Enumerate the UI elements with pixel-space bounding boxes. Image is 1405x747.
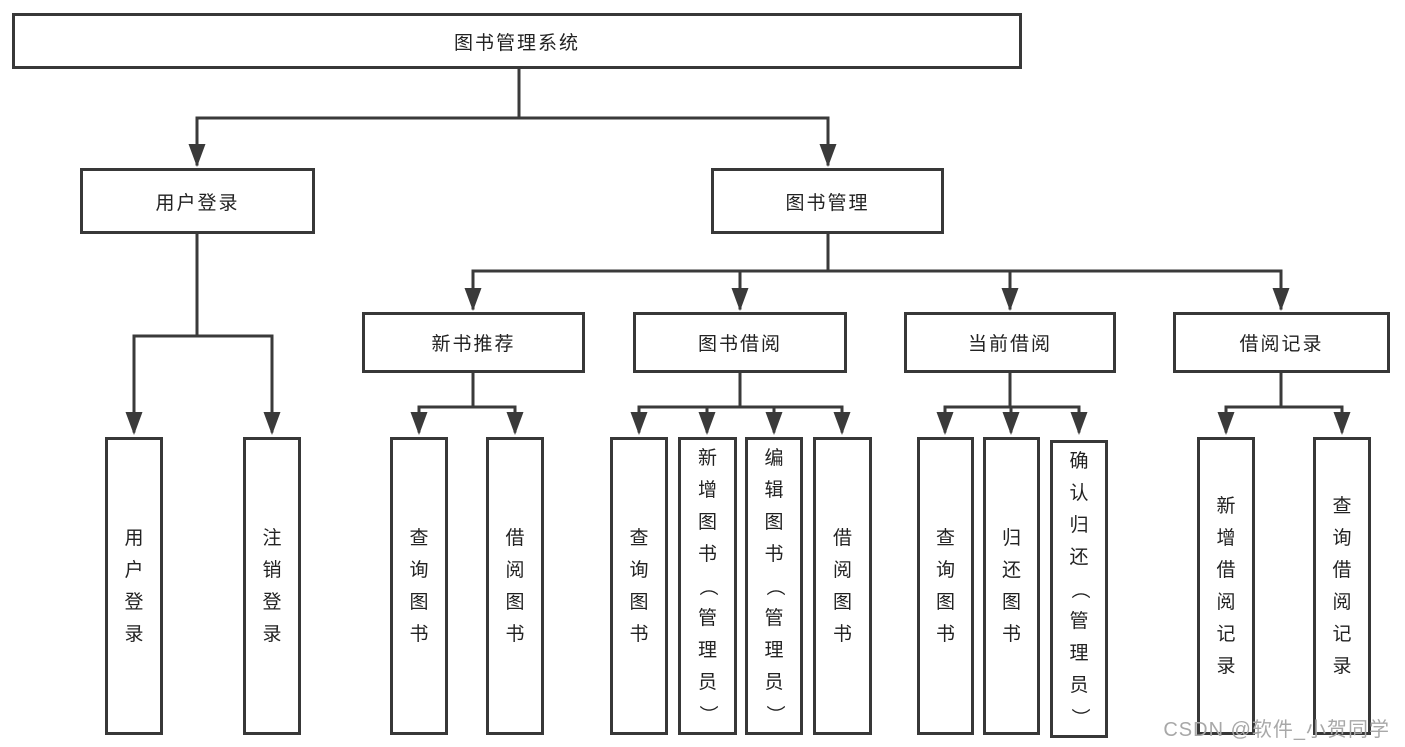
node-new-book-recommend: 新书推荐 <box>362 312 585 373</box>
leaf-borrow-books: 借阅图书 <box>813 437 872 735</box>
leaf-query-books-recommend: 查询图书 <box>390 437 448 735</box>
leaf-return-books: 归还图书 <box>983 437 1040 735</box>
leaf-confirm-return-admin: 确认归还（管理员） <box>1050 440 1108 738</box>
node-root-system: 图书管理系统 <box>12 13 1022 69</box>
leaf-add-book-admin: 新增图书（管理员） <box>678 437 737 735</box>
leaf-borrow-books-recommend: 借阅图书 <box>486 437 544 735</box>
leaf-logout: 注销登录 <box>243 437 301 735</box>
leaf-user-login: 用户登录 <box>105 437 163 735</box>
leaf-edit-book-admin: 编辑图书（管理员） <box>745 437 803 735</box>
leaf-query-books-current: 查询图书 <box>917 437 974 735</box>
node-book-borrowing: 图书借阅 <box>633 312 847 373</box>
leaf-query-borrow-record: 查询借阅记录 <box>1313 437 1371 735</box>
leaf-add-borrow-record: 新增借阅记录 <box>1197 437 1255 735</box>
csdn-watermark: CSDN @软件_小贺同学 <box>1163 719 1390 741</box>
node-user-login: 用户登录 <box>80 168 315 234</box>
node-book-management: 图书管理 <box>711 168 944 234</box>
leaf-query-books-borrowing: 查询图书 <box>610 437 668 735</box>
node-current-borrowing: 当前借阅 <box>904 312 1116 373</box>
node-borrowing-records: 借阅记录 <box>1173 312 1390 373</box>
